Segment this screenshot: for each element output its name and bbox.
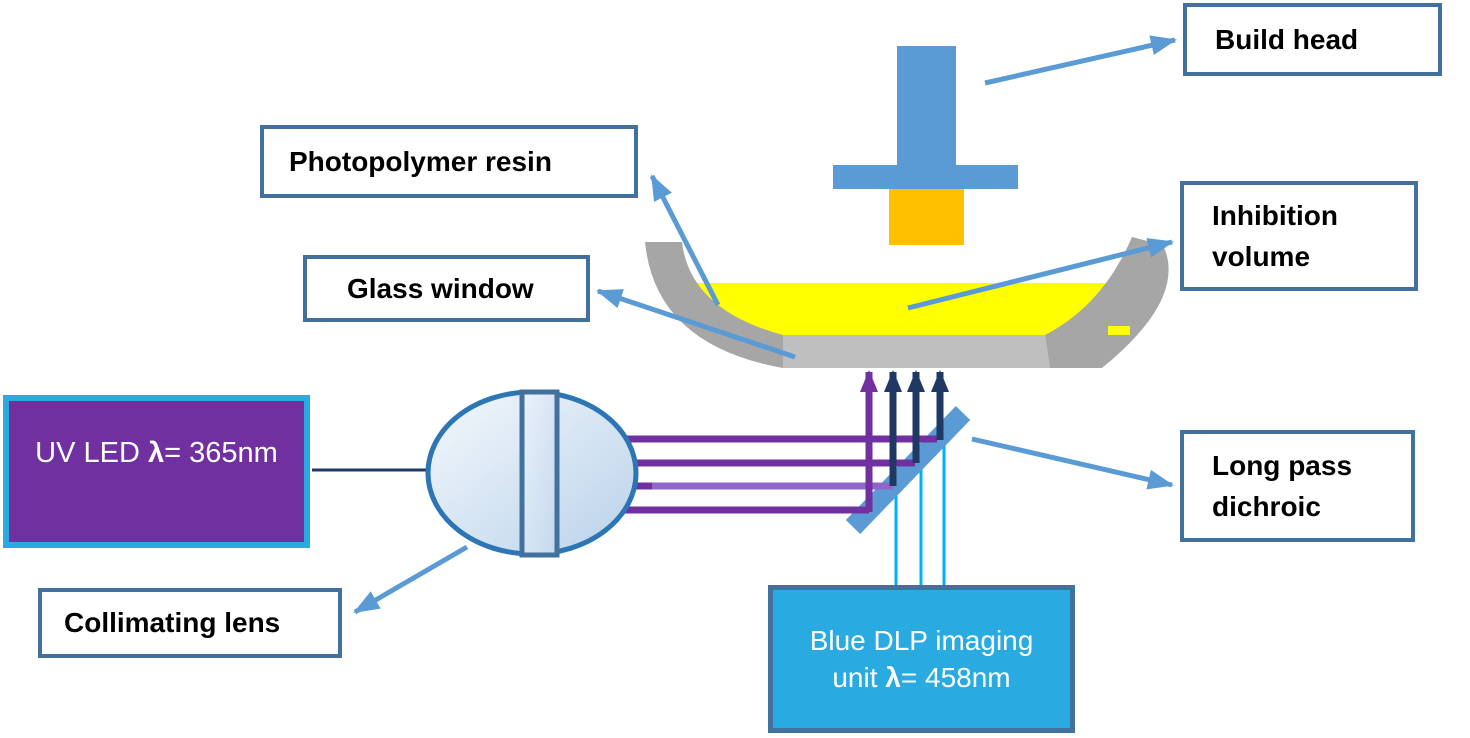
photopolymer-resin-label: Photopolymer resin [260,125,638,198]
vat-wall-right [1045,237,1169,368]
lens-flat-element [519,389,560,558]
inhibition-volume-line2: volume [1212,241,1311,272]
inhibition-volume-label: Inhibition volume [1180,181,1418,291]
build-head-label: Build head [1183,3,1442,76]
uv-led-text: UV LED [35,437,148,469]
uv-led-lambda: λ [148,437,165,469]
blue-dlp-box: Blue DLP imaging unit λ= 458nm [768,585,1075,733]
collimating-lens-label: Collimating lens [38,588,342,658]
glass-window-pointer [596,288,796,360]
blue-dlp-wavelength: = 458nm [900,662,1011,693]
blue-dlp-line1: Blue DLP imaging [809,625,1034,656]
long-pass-dichroic-line1: Long pass [1212,450,1353,481]
vat-wall-left [645,242,783,368]
photopolymer-pointer [649,174,721,307]
build-head-pointer [984,35,1177,86]
inhibition-volume-line1: Inhibition [1212,200,1338,231]
long-pass-dichroic-label: Long pass dichroic [1180,430,1415,542]
photopolymer-resin-label-text: Photopolymer resin [289,145,552,177]
blue-dlp-unit-text: unit [832,662,886,693]
build-head-plate [833,165,1018,189]
build-head-shaft [897,46,956,167]
glass-window-label: Glass window [303,255,590,322]
printed-part [889,189,964,245]
resin-edge-detail [1108,326,1130,335]
long-pass-dichroic-line2: dichroic [1212,491,1321,522]
collimating-pointer [353,544,469,615]
build-head-label-text: Build head [1215,23,1359,55]
uv-led-label: UV LED λ= 365nm [35,437,278,470]
blue-dlp-lambda: λ [885,662,901,693]
glass-window-label-text: Glass window [347,272,534,304]
uv-led-box: UV LED λ= 365nm [3,395,310,548]
long-pass-pointer [971,436,1174,490]
glass-window-slab [783,335,1050,368]
uv-led-wavelength: = 365nm [164,437,278,469]
resin-pool [693,283,1112,335]
collimating-lens-label-text: Collimating lens [64,607,281,638]
inhibition-pointer [907,238,1174,311]
blue-dlp-line2: unit λ= 458nm [832,659,1010,696]
